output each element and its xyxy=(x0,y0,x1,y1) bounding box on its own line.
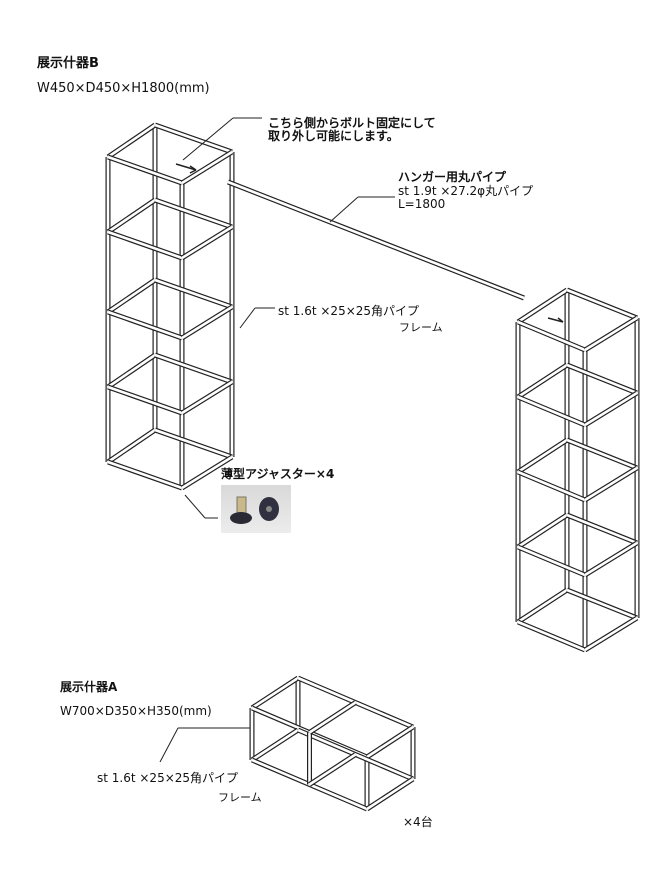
fixture-a-frame-rail xyxy=(308,753,357,786)
fixture-b-left-frame-rail xyxy=(181,380,233,415)
fixture-a-frame-label: フレーム xyxy=(218,791,262,804)
fixture-b-left-frame-rail xyxy=(181,225,233,260)
fixture-b-right-frame-rail xyxy=(517,545,586,577)
fixture-a-frame-rail xyxy=(308,701,357,734)
fixture-b-left-frame-rail xyxy=(107,353,156,389)
fixture-b-right-frame-rail xyxy=(517,470,586,502)
fixture-b-right-frame-rail xyxy=(566,438,638,470)
fixture-b-right-frame-rail xyxy=(566,363,638,395)
fixture-b-right-frame-rail xyxy=(517,288,568,324)
leader-line xyxy=(239,307,256,329)
fixture-b-right-frame-rail xyxy=(517,620,586,652)
fixture-b-right-frame-rail xyxy=(517,588,568,624)
fixture-a-frame-rail xyxy=(366,725,414,759)
arrow-icon xyxy=(547,317,564,323)
fixture-b-left-frame-rail xyxy=(154,198,233,229)
hanger-pipe-name: ハンガー用丸パイプ xyxy=(398,170,507,184)
bolt-note-line2: 取り外し可能にします。 xyxy=(268,129,399,143)
fixture-a-quantity: ×4台 xyxy=(403,815,433,829)
fixture-b-right-frame-rail xyxy=(566,288,638,320)
leader-line xyxy=(182,117,234,161)
fixture-b-right-frame-rail xyxy=(517,513,568,549)
arrow-icon xyxy=(189,165,197,171)
hanger-pipe-length: L=1800 xyxy=(398,197,446,211)
fixture-b-right-frame-rail xyxy=(566,588,638,620)
arrow-icon xyxy=(175,163,197,171)
leader-line xyxy=(184,494,206,519)
fixture-b-frame-spec: st 1.6t ×25×25角パイプ xyxy=(278,304,420,318)
adjuster-label: 薄型アジャスター×4 xyxy=(221,467,335,481)
hanger-pipe-spec: st 1.9t ×27.2φ丸パイプ xyxy=(398,184,534,198)
fixture-a-title: 展示什器A xyxy=(60,680,118,694)
fixture-b-right-frame-rail xyxy=(517,363,568,399)
fixture-b-left-frame-rail xyxy=(107,460,183,490)
fixture-b-right-frame-rail xyxy=(584,466,638,502)
arrow-icon xyxy=(557,317,564,323)
fixture-b-left-frame-rail xyxy=(154,123,233,154)
fixture-a-dimensions: W700×D350×H350(mm) xyxy=(60,704,212,718)
bolt-note-line1: こちら側からボルト固定にして xyxy=(268,116,436,130)
fixture-b-dimensions: W450×D450×H1800(mm) xyxy=(37,81,210,96)
fixture-b-left-frame-rail xyxy=(107,428,156,464)
fixture-b-left-frame-rail xyxy=(107,310,183,340)
fixture-b-right-frame-rail xyxy=(517,438,568,474)
fixture-b-right-frame-rail xyxy=(517,395,586,427)
fixture-b-left-frame-rail xyxy=(154,278,233,309)
fixture-b-left-frame-rail xyxy=(181,455,233,490)
leader-line xyxy=(159,727,179,763)
fixture-a-frame-rail xyxy=(251,728,299,762)
fixture-b-right-frame-rail xyxy=(566,513,638,545)
fixture-b-left-frame-rail xyxy=(181,150,233,185)
fixture-b-left-frame-rail xyxy=(154,428,233,459)
fixture-b-right-frame-rail xyxy=(584,316,638,352)
fixture-b-right-frame-rail xyxy=(584,616,638,652)
hanger-pipe xyxy=(227,180,525,300)
fixture-b-title: 展示什器B xyxy=(37,56,99,71)
leader-line xyxy=(329,196,359,223)
fixture-b-left-frame-rail xyxy=(107,385,183,415)
fixture-b-left-frame-rail xyxy=(107,155,183,185)
fixture-b-left-frame-rail xyxy=(154,353,233,384)
fixture-a-frame-rail xyxy=(366,777,414,811)
arrow-icon xyxy=(189,169,197,174)
fixture-b-left-frame-rail xyxy=(107,230,183,260)
adjuster-photo xyxy=(221,485,291,533)
fixture-a-frame-rail xyxy=(251,676,299,710)
fixture-b-left-frame-rail xyxy=(107,278,156,314)
fixture-b-right-frame-rail xyxy=(584,541,638,577)
fixture-a-frame-spec: st 1.6t ×25×25角パイプ xyxy=(97,771,239,785)
fixture-b-left-frame-rail xyxy=(107,123,156,159)
fixture-b-frame-label: フレーム xyxy=(399,321,443,334)
fixture-b-left-frame-rail xyxy=(181,305,233,340)
fixture-b-right-frame-rail xyxy=(584,391,638,427)
fixture-b-right-frame-rail xyxy=(517,320,586,352)
fixture-b-left-frame-rail xyxy=(107,198,156,234)
